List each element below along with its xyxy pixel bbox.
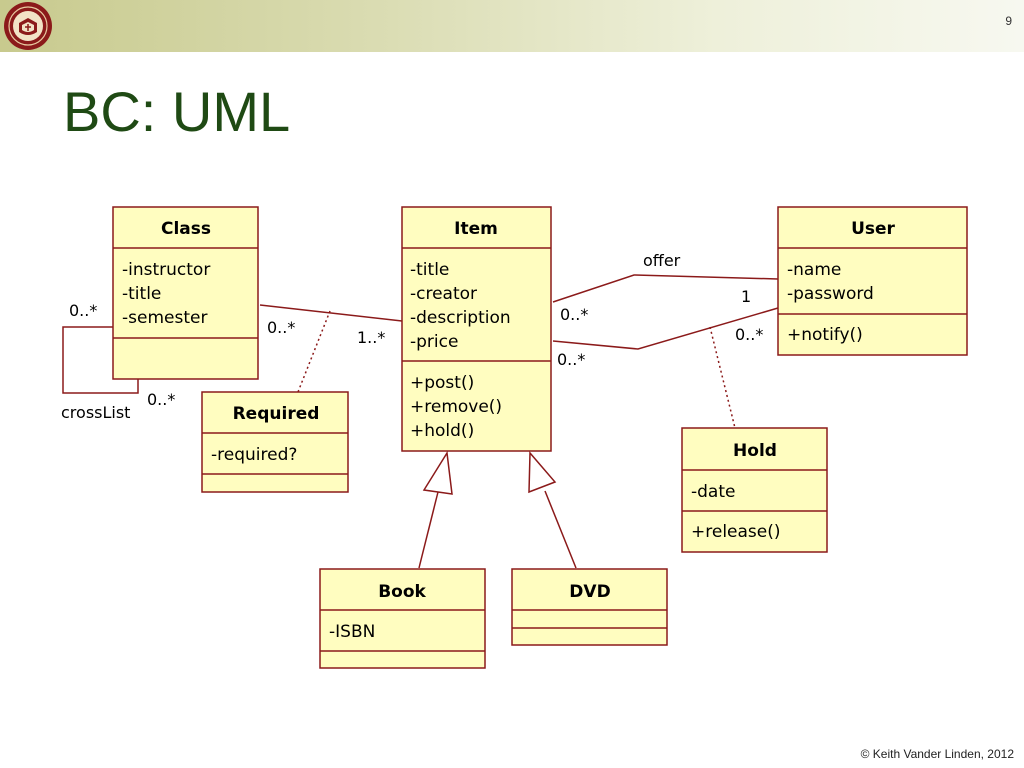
hold-multiplicity-user: 0..* bbox=[735, 325, 763, 344]
copyright-footer: © Keith Vander Linden, 2012 bbox=[860, 747, 1014, 761]
class-operation: +remove() bbox=[410, 397, 502, 417]
class-name: User bbox=[851, 219, 895, 239]
class-attribute: -description bbox=[410, 308, 511, 328]
class-box-class: Class -instructor -title -semester bbox=[112, 206, 259, 380]
class-operation: +post() bbox=[410, 373, 474, 393]
crosslist-label: crossList bbox=[61, 403, 130, 422]
header-banner bbox=[0, 0, 1024, 52]
class-attribute: -password bbox=[787, 284, 874, 304]
offer-association-line bbox=[552, 274, 779, 303]
hold-multiplicity-item: 0..* bbox=[557, 350, 585, 369]
hold-association-line bbox=[552, 307, 779, 350]
book-inheritance-arrowhead bbox=[422, 450, 453, 495]
offer-multiplicity-item: 0..* bbox=[560, 305, 588, 324]
class-attribute: -ISBN bbox=[329, 622, 375, 642]
class-box-book: Book -ISBN bbox=[319, 568, 486, 669]
class-attribute: -title bbox=[410, 260, 449, 280]
class-attribute: -date bbox=[691, 482, 735, 502]
class-attribute: -title bbox=[122, 284, 161, 304]
class-item-multiplicity-item: 1..* bbox=[357, 328, 385, 347]
offer-multiplicity-user: 1 bbox=[741, 287, 751, 306]
class-attribute: -required? bbox=[211, 445, 297, 465]
class-box-user: User -name -password +notify() bbox=[777, 206, 968, 356]
class-attribute: -price bbox=[410, 332, 458, 352]
crosslist-association-line bbox=[62, 326, 139, 394]
crosslist-multiplicity-top: 0..* bbox=[69, 301, 97, 320]
class-name: Hold bbox=[733, 441, 777, 461]
class-box-hold: Hold -date +release() bbox=[681, 427, 828, 553]
class-name: Class bbox=[161, 219, 211, 239]
slide-title: BC: UML bbox=[63, 80, 291, 143]
hold-association-class-link bbox=[709, 326, 736, 429]
class-name: Book bbox=[378, 582, 426, 602]
book-generalization-line bbox=[418, 491, 439, 569]
required-association-class-link bbox=[297, 310, 331, 393]
class-box-dvd: DVD bbox=[511, 568, 668, 646]
class-box-required: Required -required? bbox=[201, 391, 349, 493]
dvd-inheritance-arrowhead bbox=[528, 451, 557, 494]
class-name: Required bbox=[233, 404, 320, 424]
class-attribute: -instructor bbox=[122, 260, 210, 280]
page-number: 9 bbox=[1005, 14, 1012, 28]
class-item-association-line bbox=[259, 304, 403, 322]
class-attribute: -semester bbox=[122, 308, 207, 328]
class-attribute: -name bbox=[787, 260, 841, 280]
class-attribute: -creator bbox=[410, 284, 477, 304]
class-operation: +hold() bbox=[410, 421, 474, 441]
class-item-multiplicity-class: 0..* bbox=[267, 318, 295, 337]
class-name: DVD bbox=[569, 582, 610, 602]
class-operation: +release() bbox=[691, 522, 781, 542]
offer-label: offer bbox=[643, 251, 681, 270]
crosslist-multiplicity-bottom: 0..* bbox=[147, 390, 175, 409]
class-name: Item bbox=[454, 219, 498, 239]
college-seal-logo bbox=[4, 2, 52, 50]
dvd-generalization-line bbox=[544, 490, 577, 569]
class-operation: +notify() bbox=[787, 325, 863, 345]
class-box-item: Item -title -creator -description -price… bbox=[401, 206, 552, 452]
